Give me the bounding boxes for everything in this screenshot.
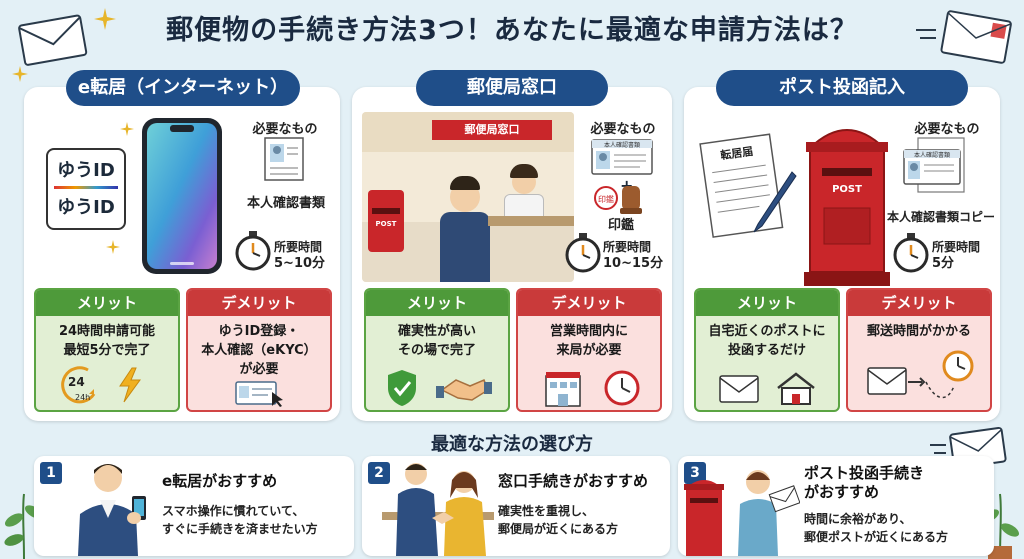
needs-item: 本人確認書類 bbox=[246, 196, 325, 211]
needs-label: 必要なもの bbox=[914, 122, 980, 137]
merit-box: メリット 確実性が高い その場で完了 bbox=[364, 288, 510, 412]
moving-form-icon: 転居届 bbox=[699, 133, 797, 238]
merit-label: メリット bbox=[366, 290, 508, 316]
handshake-illustration bbox=[382, 463, 494, 556]
svg-text:印鑑: 印鑑 bbox=[598, 194, 614, 204]
merit-label: メリット bbox=[36, 290, 178, 316]
sparkle-icon bbox=[120, 122, 134, 136]
demerit-box: デメリット 営業時間内に 来局が必要 bbox=[516, 288, 662, 412]
merit-box: メリット 24時間申請可能 最短5分で完了 24 24h bbox=[34, 288, 180, 412]
post-office-scene: 郵便局窓口 POST bbox=[362, 112, 574, 282]
demerit-text: ゆうID登録・ 本人確認（eKYC） が必要 bbox=[201, 324, 317, 377]
person-phone-illustration bbox=[78, 464, 146, 556]
envelope-icon bbox=[916, 10, 1012, 64]
demerit-label: デメリット bbox=[848, 290, 990, 316]
window-sign: 郵便局窓口 bbox=[432, 120, 552, 140]
mail-house-icon bbox=[719, 372, 815, 405]
merit-text: 自宅近くのポストに 投函するだけ bbox=[708, 324, 826, 358]
needs-item: 本人確認書類コピー bbox=[886, 210, 995, 224]
id-document-icon bbox=[264, 137, 304, 181]
method-title: ポスト投函記入 bbox=[716, 70, 968, 106]
sparkle-icon bbox=[12, 66, 28, 82]
demerit-box: デメリット ゆうID登録・ 本人確認（eKYC） が必要 bbox=[186, 288, 332, 412]
building-clock-icon bbox=[545, 370, 640, 407]
yuid-logo: ゆうID ゆうID bbox=[46, 148, 126, 230]
time-value: 5分 bbox=[932, 256, 955, 271]
svg-text:本人確認書類: 本人確認書類 bbox=[604, 141, 640, 149]
svg-text:本人確認書類: 本人確認書類 bbox=[914, 151, 950, 159]
sparkle-icon bbox=[106, 240, 120, 254]
id-card-icon: 本人確認書類 bbox=[591, 139, 653, 175]
envelope-icon bbox=[18, 14, 88, 66]
rank-badge: 2 bbox=[368, 462, 390, 484]
demerit-text: 郵送時間がかかる bbox=[866, 324, 971, 339]
merit-text: 24時間申請可能 最短5分で完了 bbox=[58, 324, 156, 358]
recommend-card: 1 e転居がおすすめ スマホ操作に慣れていて、 すぐに手続きを済ませたい方 bbox=[34, 456, 354, 556]
demerit-label: デメリット bbox=[518, 290, 660, 316]
time-value: 5~10分 bbox=[274, 256, 326, 271]
clock-24h-icon: 24 24h bbox=[61, 366, 141, 404]
hanko-stamp-icon: 印鑑 bbox=[594, 186, 642, 214]
recommend-card: 3 ポスト投函手続き がおすすめ 時間に余裕があり、 郵便ポストが近くにある方 bbox=[678, 456, 994, 556]
svg-text:24: 24 bbox=[68, 375, 85, 389]
svg-text:転居届: 転居届 bbox=[719, 144, 754, 162]
rank-badge: 3 bbox=[684, 462, 706, 484]
time-label: 所要時間 bbox=[603, 240, 652, 254]
time-label: 所要時間 bbox=[932, 240, 981, 254]
mail-clock-icon bbox=[867, 350, 974, 399]
shield-handshake-icon bbox=[388, 370, 492, 406]
page-title: 郵便物の手続き方法3つ！あなたに最適な申請方法は？ bbox=[166, 15, 858, 46]
recommend-desc: スマホ操作に慣れていて、 すぐに手続きを済ませたい方 bbox=[162, 504, 318, 536]
time-label: 所要時間 bbox=[274, 240, 323, 254]
post-person-illustration bbox=[684, 470, 800, 556]
method-title: e転居（インターネット） bbox=[66, 70, 300, 106]
needs-label: 必要なもの bbox=[252, 122, 318, 137]
merit-label: メリット bbox=[696, 290, 838, 316]
stopwatch-icon bbox=[893, 233, 929, 273]
time-value: 10~15分 bbox=[603, 256, 664, 271]
demerit-label: デメリット bbox=[188, 290, 330, 316]
rank-badge: 1 bbox=[40, 462, 62, 484]
merit-text: 確実性が高い その場で完了 bbox=[397, 324, 476, 358]
recommend-heading: e転居がおすすめ bbox=[162, 472, 278, 490]
smartphone-icon bbox=[142, 118, 222, 274]
section-title: 最適な方法の選び方 bbox=[431, 434, 593, 455]
stopwatch-icon bbox=[565, 233, 601, 273]
demerit-box: デメリット 郵送時間がかかる bbox=[846, 288, 992, 412]
recommend-card: 2 窓口手続きがおすすめ 確実性を重視し、 郵便局が近くにある方 bbox=[362, 456, 670, 556]
mailbox bbox=[368, 190, 404, 252]
sparkle-icon bbox=[94, 8, 116, 30]
method-title: 郵便局窓口 bbox=[416, 70, 608, 106]
id-card-cursor-icon bbox=[235, 381, 283, 407]
recommend-desc: 確実性を重視し、 郵便局が近くにある方 bbox=[498, 504, 619, 536]
needs-label: 必要なもの bbox=[590, 122, 656, 137]
svg-text:24h: 24h bbox=[75, 393, 90, 402]
demerit-text: 営業時間内に 来局が必要 bbox=[549, 324, 628, 358]
svg-text:POST: POST bbox=[832, 184, 862, 195]
post-box-icon: POST bbox=[804, 129, 890, 286]
recommend-heading: 窓口手続きがおすすめ bbox=[498, 472, 649, 490]
needs-item: 印鑑 bbox=[607, 218, 634, 233]
recommend-heading: ポスト投函手続き がおすすめ bbox=[804, 464, 925, 501]
id-copy-icon: 本人確認書類 bbox=[903, 137, 965, 193]
merit-box: メリット 自宅近くのポストに 投函するだけ bbox=[694, 288, 840, 412]
recommend-desc: 時間に余裕があり、 郵便ポストが近くにある方 bbox=[804, 512, 949, 544]
stopwatch-icon bbox=[235, 231, 271, 271]
customer bbox=[440, 212, 490, 282]
